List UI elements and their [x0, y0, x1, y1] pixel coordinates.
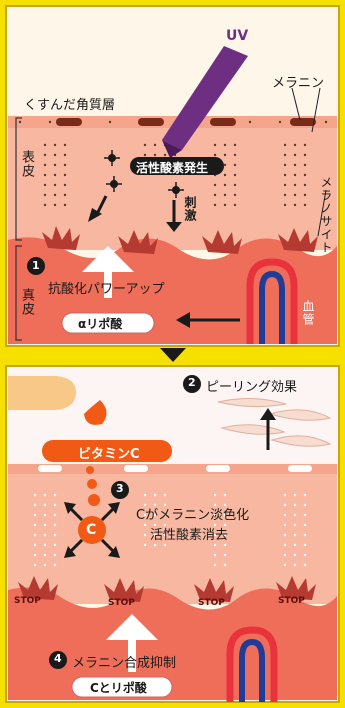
melanocyte-label: メラノサイト	[319, 176, 333, 254]
stimulus-label: 刺激	[183, 196, 197, 222]
stop-label: STOP	[14, 596, 41, 606]
serum-bottle	[8, 376, 76, 410]
uv-beam	[162, 46, 248, 150]
melanin-granule	[138, 118, 164, 126]
step2-number: 2	[188, 376, 196, 389]
vitamin-c-label: ビタミンC	[78, 447, 140, 462]
step1-number: 1	[32, 259, 40, 272]
serum-drop	[84, 400, 107, 425]
stop-label: STOP	[108, 598, 135, 608]
melanocyte-cells	[42, 226, 318, 254]
step2-label: ピーリング効果	[206, 380, 298, 395]
step4-number: 4	[54, 652, 62, 665]
step1-label: 抗酸化パワーアップ	[48, 282, 165, 297]
step2-badge	[183, 375, 201, 393]
stop-label: STOP	[278, 596, 305, 606]
dermis-label: 真皮	[19, 288, 34, 316]
peeling-flake	[217, 397, 287, 408]
top-panel	[5, 5, 340, 347]
step3-line2: 活性酸素消去	[150, 528, 229, 543]
ros-label-pill	[130, 157, 224, 175]
melanin-dots	[40, 140, 70, 210]
step3-number: 3	[116, 482, 124, 495]
melanin-dots	[212, 140, 242, 210]
stratum-corneum	[8, 116, 337, 128]
alpha-lipoic-pill	[61, 312, 155, 334]
step3-badge	[111, 481, 129, 499]
ros-label: 活性酸素発生	[136, 161, 209, 175]
synthesis-inhibit-arrow	[106, 614, 158, 672]
bottom-panel	[5, 365, 340, 703]
melanin-label: メラニン	[272, 76, 325, 91]
step1-badge	[27, 257, 45, 275]
blood-vessel-label: 血管	[301, 300, 315, 326]
c-lipoic-label: Cとリポ酸	[90, 681, 147, 695]
epidermis-label: 表皮	[19, 150, 34, 178]
lightened-melanin-dots	[30, 492, 64, 568]
step4-badge	[49, 651, 67, 669]
melanin-granule	[56, 118, 82, 126]
antioxidant-up-arrow	[82, 246, 134, 298]
dermis-layer	[8, 587, 337, 700]
c-molecule-label: C	[86, 522, 97, 538]
alpha-lipoic-label: αリポ酸	[78, 317, 123, 331]
c-molecule	[78, 516, 106, 544]
transition-arrow	[160, 348, 186, 362]
melanin-dots	[284, 140, 310, 210]
blood-vessel	[246, 258, 298, 344]
uv-label: UV	[226, 28, 249, 44]
c-lipoic-pill	[71, 676, 173, 698]
step4-label: メラニン合成抑制	[72, 656, 177, 671]
stop-label: STOP	[198, 598, 225, 608]
melanin-granule	[210, 118, 236, 126]
melanin-granule	[290, 118, 316, 126]
melanocyte-cells	[18, 576, 316, 602]
step3-line1: Cがメラニン淡色化	[136, 508, 250, 523]
blood-vessel	[226, 626, 278, 702]
vitamin-c-pill	[42, 440, 172, 462]
dull-layer-label: くすんだ角質層	[24, 98, 116, 113]
